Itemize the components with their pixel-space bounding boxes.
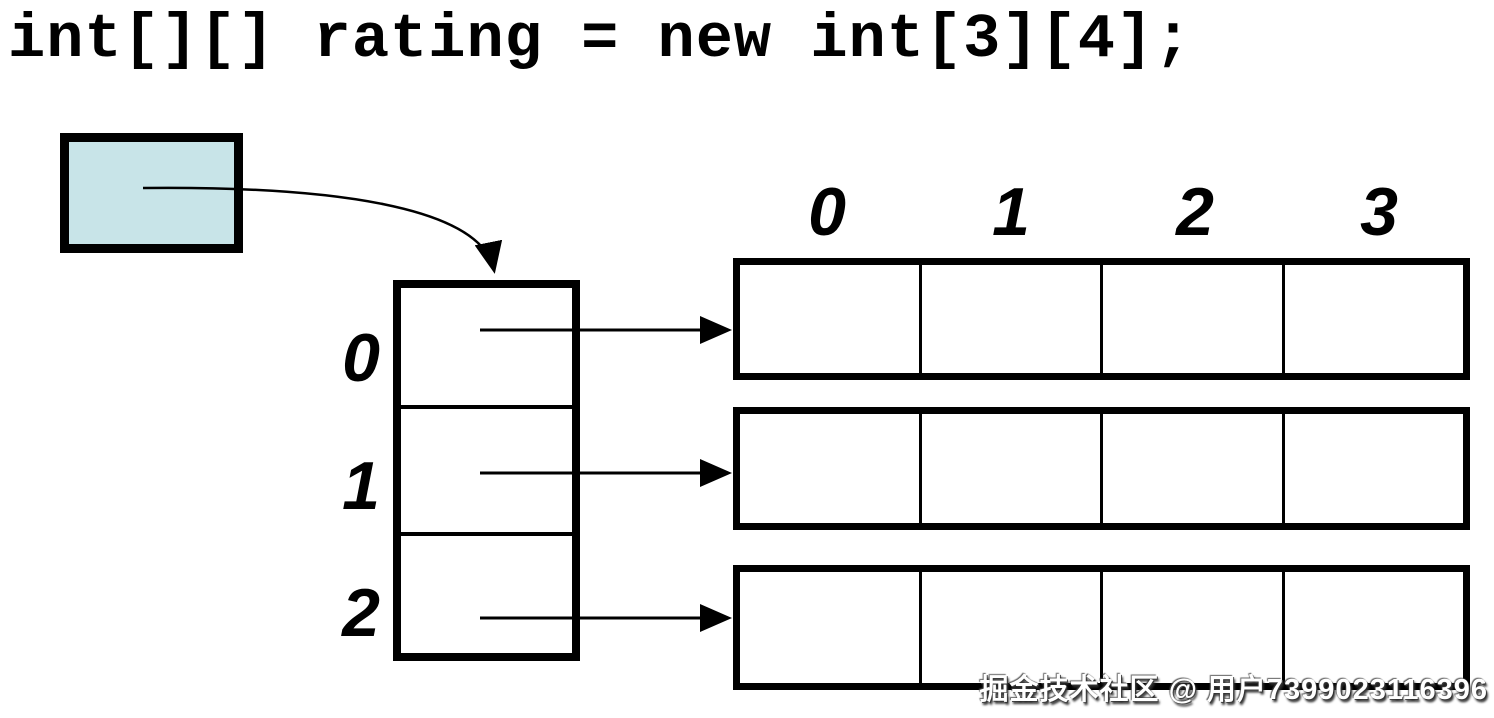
column-index-label-2: 2 xyxy=(1176,174,1214,250)
reference-variable-box xyxy=(60,133,243,253)
row-array-0 xyxy=(733,258,1470,380)
reference-arrow xyxy=(142,186,503,274)
outer-array-box xyxy=(393,280,580,661)
column-index-label-3: 3 xyxy=(1360,174,1398,250)
array-cell xyxy=(740,572,922,683)
column-index-label-1: 1 xyxy=(992,174,1030,250)
row-index-label-2: 2 xyxy=(342,575,380,651)
row-array-2 xyxy=(733,565,1470,690)
row-index-label-0: 0 xyxy=(342,320,380,396)
array-cell xyxy=(922,414,1103,523)
array-cell xyxy=(1103,265,1285,373)
outer-array-divider xyxy=(401,532,572,536)
row-index-label-1: 1 xyxy=(342,448,380,524)
array-cell xyxy=(1103,414,1285,523)
array-cell xyxy=(740,414,922,523)
array-cell xyxy=(922,572,1103,683)
array-cell xyxy=(922,265,1103,373)
watermark-text: 掘金技术社区 @ 用户7399023116396 xyxy=(979,674,1488,706)
array-cell xyxy=(1103,572,1285,683)
outer-array-divider xyxy=(401,405,572,409)
column-index-label-0: 0 xyxy=(808,174,846,250)
array-cell xyxy=(740,265,922,373)
row-array-1 xyxy=(733,407,1470,530)
code-declaration: int[][] rating = new int[3][4]; xyxy=(8,4,1193,75)
